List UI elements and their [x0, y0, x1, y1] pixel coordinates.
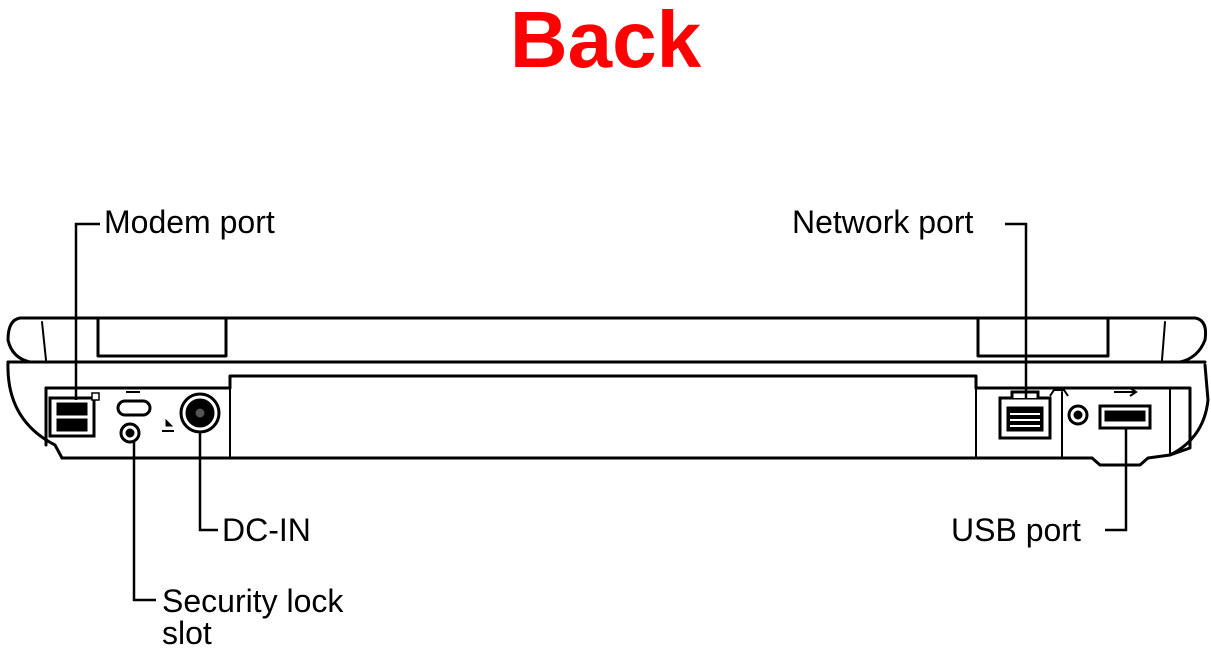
- usb-port-jack: [1098, 387, 1152, 430]
- modem-port-jack: [48, 392, 100, 438]
- dc-in-label: DC-IN: [222, 512, 311, 548]
- network-port-leader: [1005, 222, 1028, 398]
- left-hinge: [96, 316, 228, 358]
- network-port-jack: [998, 389, 1069, 440]
- security-lock-label-line2: slot: [162, 615, 212, 651]
- round-connector: [1067, 404, 1089, 426]
- security-lock-leader: [132, 442, 156, 602]
- network-port-label: Network port: [792, 204, 974, 240]
- usb-port-label: USB port: [951, 512, 1081, 548]
- modem-port-leader: [74, 222, 100, 400]
- diagram-title: Back: [509, 0, 702, 84]
- modem-port-label: Modem port: [104, 204, 275, 240]
- security-lock-slot: [116, 391, 152, 444]
- dc-in-leader: [198, 432, 218, 532]
- rear-panel: [44, 374, 1192, 457]
- dc-in-jack: [162, 392, 221, 434]
- security-lock-label-line1: Security lock: [162, 583, 344, 619]
- usb-port-leader: [1105, 428, 1128, 532]
- right-hinge: [976, 316, 1110, 358]
- laptop-base-outline: [6, 360, 1210, 467]
